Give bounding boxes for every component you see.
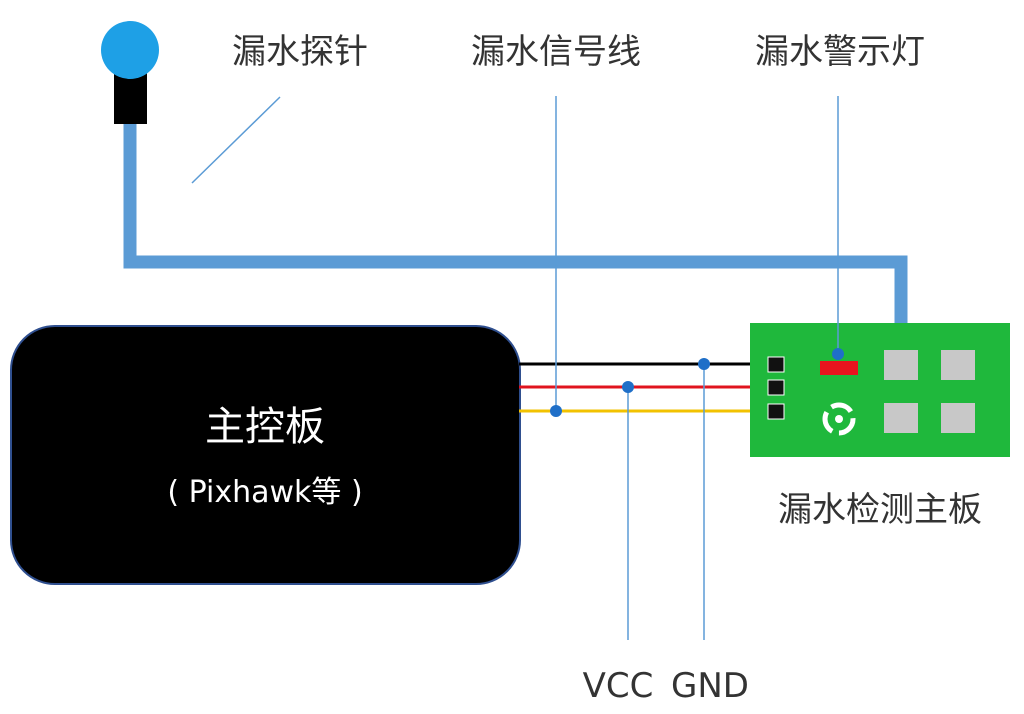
gnd-label: GND xyxy=(671,666,749,706)
pin-vcc xyxy=(767,379,785,396)
main-board: 主控板 ( Pixhawk等 ) xyxy=(10,325,521,585)
leak-probe xyxy=(101,21,159,124)
pad-top-left xyxy=(884,350,918,380)
vcc-junction-dot xyxy=(622,381,634,393)
warning-light-label: 漏水警示灯 xyxy=(755,32,925,72)
probe-label: 漏水探针 xyxy=(232,32,368,72)
probe-head xyxy=(101,21,159,79)
led-junction-dot xyxy=(832,348,844,360)
main-board-subtitle: ( Pixhawk等 ) xyxy=(167,475,362,510)
pad-bottom-right xyxy=(941,403,975,433)
probe-callout-line xyxy=(191,96,281,184)
warning-led xyxy=(820,361,858,375)
leak-detection-board xyxy=(750,323,1010,457)
vcc-label: VCC xyxy=(583,666,654,706)
pad-top-right xyxy=(941,350,975,380)
main-board-body xyxy=(10,325,521,585)
pcb-body xyxy=(750,323,1010,457)
detection-board-label: 漏水检测主板 xyxy=(778,490,982,530)
pin-gnd xyxy=(767,356,785,373)
pad-bottom-left xyxy=(884,403,918,433)
signal-line-label: 漏水信号线 xyxy=(471,32,641,72)
swirl-logo-icon xyxy=(822,402,856,436)
gnd-junction-dot xyxy=(698,358,710,370)
probe-cable xyxy=(123,120,908,350)
pin-signal xyxy=(767,403,785,420)
signal-junction-dot xyxy=(550,405,562,417)
main-board-title: 主控板 xyxy=(205,404,325,450)
